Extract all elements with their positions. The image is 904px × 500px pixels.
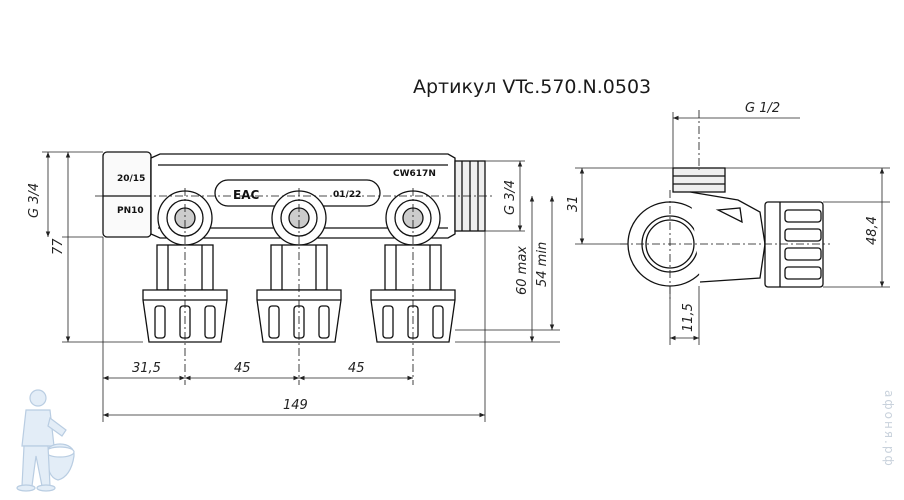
drawing-title: Артикул VTc.570.N.0503 [413,76,652,98]
dim-spacing-2: 45 [348,361,365,376]
body-mark-pressure: PN10 [117,206,144,216]
body-mark-material: CW617N [393,169,436,179]
dim-side-thread: G 1/2 [745,101,780,116]
dim-side-offset: 11,5 [681,303,696,332]
side-union-nut [764,201,824,288]
dim-offset-first: 31,5 [132,361,161,376]
dim-inlet-thread: G 3/4 [27,183,42,218]
branch-port-3 [384,190,442,291]
body-mark-date: 01/22 [333,190,361,200]
dim-height-max: 60 max [515,246,530,295]
body-mark-size: 20/15 [117,174,145,184]
dim-outlet-thread: G 3/4 [503,180,518,215]
dim-side-height-total: 48,4 [865,216,880,245]
dim-spacing-1: 45 [234,361,251,376]
dim-height-total: 77 [51,238,66,255]
side-view [620,110,830,300]
dim-length-total: 149 [283,398,308,413]
plumber-logo [16,389,75,492]
watermark-text: афоня.рф [882,390,896,468]
dim-side-axis-height: 31 [566,195,581,212]
body-mark-cert: EAC [233,188,259,202]
side-top-thread [672,167,726,193]
dim-height-min: 54 min [535,242,550,287]
inlet-nut [102,151,152,238]
front-view [95,151,495,385]
